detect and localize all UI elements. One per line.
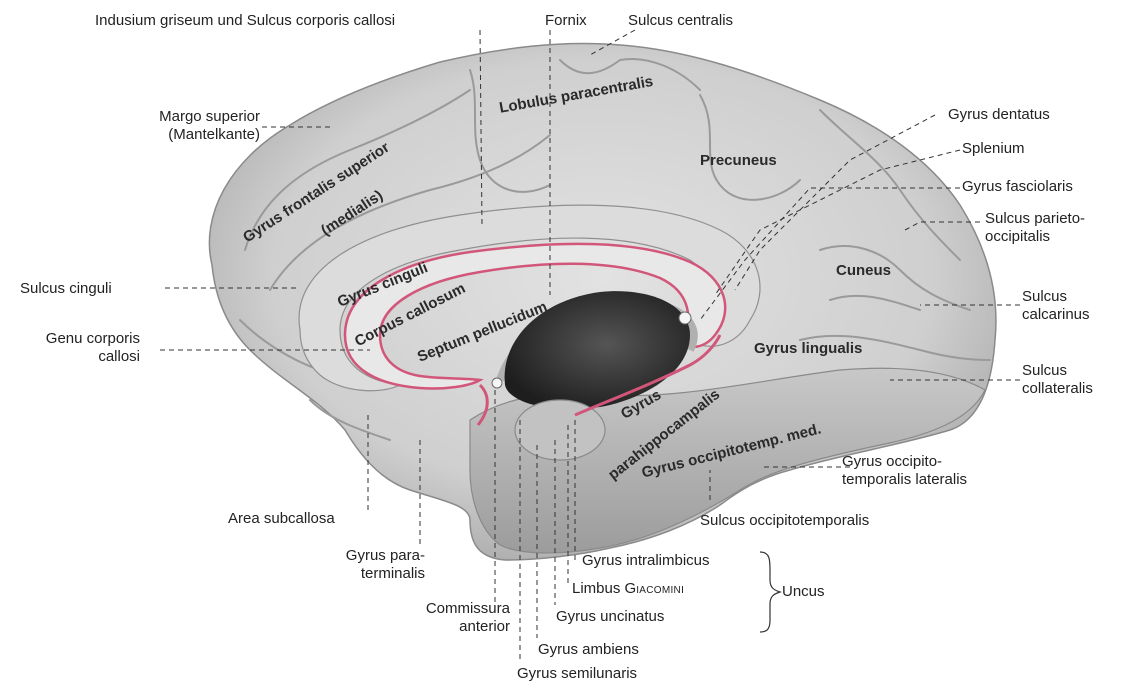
label-sulcus-calcarinus-line1: Sulcus [1022,288,1090,306]
label-fornix: Fornix [545,12,587,30]
label-sulcus-collateralis-line2: collateralis [1022,380,1093,398]
label-gyrus-paraterm-line1: Gyrus para- [300,547,425,565]
label-gyrus-occ-lat-line1: Gyrus occipito- [842,453,967,471]
label-genu-line2: callosi [10,348,140,366]
label-margo-superior-line2: (Mantelkante) [100,126,260,144]
label-gyrus-intralimbicus: Gyrus intralimbicus [582,552,710,570]
label-commissura-line1: Commissura [380,600,510,618]
label-gyrus-semilunaris: Gyrus semilunaris [517,665,637,683]
label-sulcus-occipitotemporalis: Sulcus occipitotemporalis [700,512,869,530]
label-sulcus-parieto-occipitalis: Sulcus parieto- occipitalis [985,210,1085,246]
label-gyrus-fasciolaris: Gyrus fasciolaris [962,178,1073,196]
label-commissura-line2: anterior [380,618,510,636]
label-indusium-griseum: Indusium griseum und Sulcus corporis cal… [95,12,395,30]
label-uncus: Uncus [782,583,825,601]
label-gyrus-dentatus: Gyrus dentatus [948,106,1050,124]
brain-label-cuneus: Cuneus [836,262,891,279]
label-sulcus-parieto-line1: Sulcus parieto- [985,210,1085,228]
label-margo-superior: Margo superior (Mantelkante) [100,108,260,144]
label-limbus-part1: Limbus G [572,580,636,597]
label-gyrus-ambiens: Gyrus ambiens [538,641,639,659]
splenium-dot [679,312,691,324]
label-genu-line1: Genu corporis [10,330,140,348]
label-gyrus-occipitotemporalis-lateralis: Gyrus occipito- temporalis lateralis [842,453,967,489]
label-sulcus-calcarinus: Sulcus calcarinus [1022,288,1090,324]
label-limbus-giacomini: Limbus GIACOMINI [572,580,684,600]
label-splenium: Splenium [962,140,1025,158]
label-gyrus-paraterm-line2: terminalis [300,565,425,583]
label-sulcus-centralis: Sulcus centralis [628,12,733,30]
brain-label-gyrus-lingualis: Gyrus lingualis [754,340,862,357]
uncus-brace [760,552,780,632]
label-gyrus-paraterminalis: Gyrus para- terminalis [300,547,425,583]
label-sulcus-collateralis: Sulcus collateralis [1022,362,1093,398]
label-commissura-anterior: Commissura anterior [380,600,510,636]
label-sulcus-parieto-line2: occipitalis [985,228,1085,246]
label-limbus-part2: IACOMINI [636,585,684,596]
label-sulcus-calcarinus-line2: calcarinus [1022,306,1090,324]
label-gyrus-uncinatus: Gyrus uncinatus [556,608,664,626]
label-margo-superior-line1: Margo superior [100,108,260,126]
label-area-subcallosa: Area subcallosa [228,510,335,528]
label-sulcus-collateralis-line1: Sulcus [1022,362,1093,380]
brain-label-precuneus: Precuneus [700,152,777,169]
label-gyrus-occ-lat-line2: temporalis lateralis [842,471,967,489]
label-sulcus-cinguli: Sulcus cinguli [20,280,112,298]
commissura-anterior-dot [492,378,502,388]
label-genu-corporis-callosi: Genu corporis callosi [10,330,140,366]
